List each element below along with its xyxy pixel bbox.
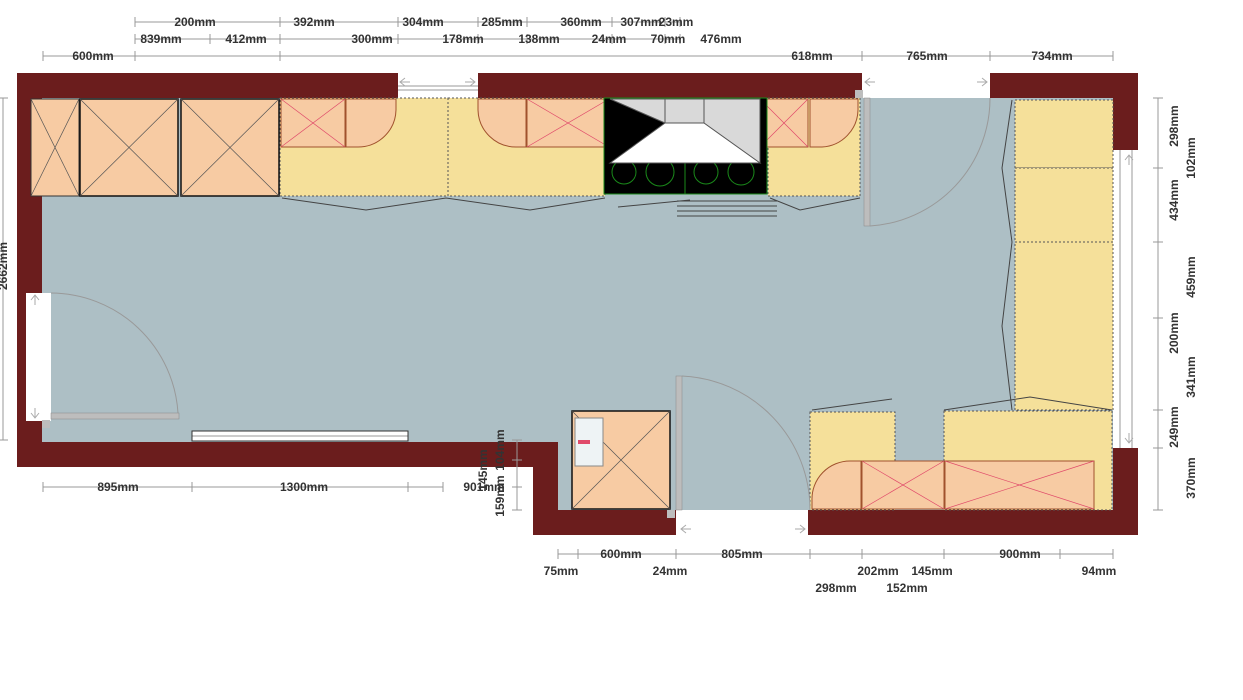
dim-label: 304mm: [402, 15, 443, 29]
door-swing: [869, 97, 991, 227]
dim-label: 200mm: [1167, 312, 1181, 353]
dim-label: 600mm: [72, 49, 113, 63]
dimension-lines: 200mm 392mm 304mm 285mm 360mm 307mm 23mm…: [0, 15, 1198, 595]
dim-label: 2662mm: [0, 242, 10, 290]
dim-label: 1300mm: [280, 480, 328, 494]
dim-label: 434mm: [1167, 179, 1181, 220]
wall-cabinet: [861, 460, 945, 510]
right-base-cabinet: [1014, 241, 1114, 411]
dim-label: 23mm: [659, 15, 694, 29]
bottom-door-opening: [676, 510, 808, 535]
dim-label: 895mm: [97, 480, 138, 494]
dim-label: 159mm: [493, 475, 507, 516]
dim-label: 476mm: [700, 32, 741, 46]
wall-cabinet: [280, 98, 346, 148]
dim-label: 298mm: [815, 581, 856, 595]
dim-label: 145mm: [911, 564, 952, 578]
dim-label: 300mm: [351, 32, 392, 46]
left-door-opening: [26, 293, 51, 421]
dim-label: 765mm: [906, 49, 947, 63]
right-base-cabinet: [1014, 167, 1114, 243]
dim-label: 298mm: [1167, 105, 1181, 146]
right-run: [1001, 99, 1114, 411]
door-swing: [50, 292, 179, 414]
dim-label: 145mm: [476, 449, 490, 490]
doors: [42, 90, 991, 518]
wall-cabinet: [180, 98, 280, 197]
wall-cabinet: [30, 98, 80, 197]
dim-label: 138mm: [518, 32, 559, 46]
oven-vent-lines: [677, 200, 777, 217]
dim-label: 24mm: [653, 564, 688, 578]
corner-wall-cabinet: [477, 98, 527, 148]
door-leaf: [863, 97, 871, 227]
door-leaf: [675, 375, 683, 511]
dim-label: 600mm: [600, 547, 641, 561]
hob-unit: [603, 97, 777, 217]
wall-cabinet: [79, 98, 179, 197]
dim-label: 24mm: [592, 32, 627, 46]
right-base-cabinet: [1014, 99, 1114, 169]
dim-label: 370mm: [1184, 457, 1198, 498]
dim-label: 412mm: [225, 32, 266, 46]
dim-label: 839mm: [140, 32, 181, 46]
dim-label: 200mm: [174, 15, 215, 29]
dim-label: 360mm: [560, 15, 601, 29]
openings: [26, 73, 1138, 535]
dim-label: 94mm: [1082, 564, 1117, 578]
corner-wall-cabinet: [345, 98, 397, 148]
dim-label: 734mm: [1031, 49, 1072, 63]
dim-label: 102mm: [1184, 137, 1198, 178]
dim-label: 152mm: [886, 581, 927, 595]
dim-label: 285mm: [481, 15, 522, 29]
dim-label: 618mm: [791, 49, 832, 63]
dim-label: 900mm: [999, 547, 1040, 561]
dim-label: 805mm: [721, 547, 762, 561]
dim-label: 202mm: [857, 564, 898, 578]
top-wall-cabinets: [30, 98, 859, 197]
dim-label: 249mm: [1167, 406, 1181, 447]
dim-label: 104mm: [493, 429, 507, 470]
wall-cabinet: [944, 460, 1095, 510]
corner-wall-cabinet: [809, 98, 859, 148]
opening-arrows: [30, 77, 1134, 534]
right-window: [1113, 150, 1138, 448]
dim-label: 392mm: [293, 15, 334, 29]
door-swing: [681, 375, 811, 511]
wall-cabinet: [759, 98, 809, 148]
dim-label: 75mm: [544, 564, 579, 578]
wall-cabinet: [526, 98, 610, 148]
tall-unit: [571, 410, 671, 510]
top-right-door-opening: [862, 73, 990, 98]
dim-label: 459mm: [1184, 256, 1198, 297]
door-leaf: [50, 412, 180, 420]
corner-wall-cabinet: [811, 460, 862, 510]
bottom-right-run: [809, 396, 1113, 511]
dim-label: 178mm: [442, 32, 483, 46]
dim-label: 70mm: [651, 32, 686, 46]
dim-label: 901mm: [463, 480, 504, 494]
dim-label: 341mm: [1184, 356, 1198, 397]
dim-label: 307mm: [620, 15, 661, 29]
